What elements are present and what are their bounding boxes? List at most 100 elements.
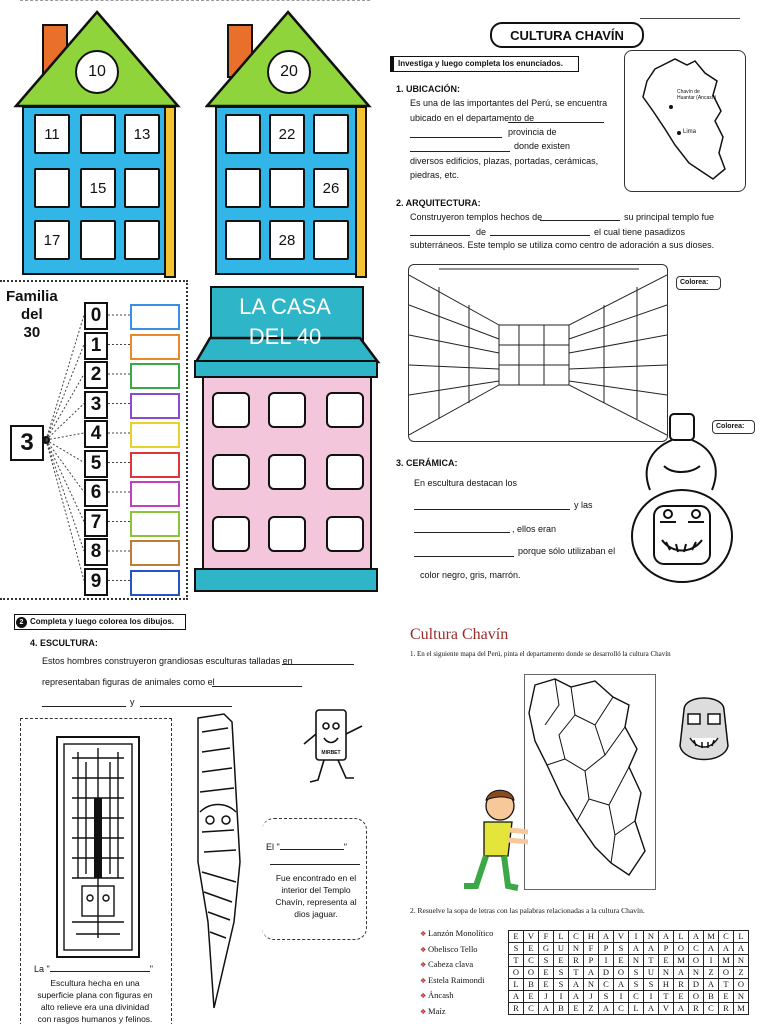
grid-cell[interactable]: N [733, 990, 749, 1003]
answer-box[interactable] [130, 510, 180, 537]
grid-cell[interactable]: N [658, 966, 674, 979]
grid-cell[interactable]: R [568, 954, 584, 967]
grid-cell[interactable]: A [643, 942, 659, 955]
grid-cell[interactable]: O [733, 978, 749, 991]
grid-cell[interactable]: I [703, 954, 719, 967]
grid-cell[interactable]: S [553, 978, 569, 991]
grid-cell[interactable]: L [628, 1002, 644, 1015]
grid-cell[interactable]: A [688, 930, 704, 943]
grid-cell[interactable]: T [568, 966, 584, 979]
grid-cell[interactable]: A [718, 942, 734, 955]
grid-cell[interactable]: A [733, 942, 749, 955]
grid-cell[interactable]: P [658, 942, 674, 955]
grid-cell[interactable]: M [733, 1002, 749, 1015]
grid-cell[interactable]: L [673, 930, 689, 943]
grid-cell[interactable]: R [718, 1002, 734, 1015]
grid-cell[interactable]: R [508, 1002, 524, 1015]
grid-cell[interactable]: A [673, 966, 689, 979]
answer-box[interactable] [130, 333, 180, 360]
grid-cell[interactable]: N [628, 954, 644, 967]
grid-cell[interactable]: P [583, 954, 599, 967]
grid-cell[interactable]: C [613, 1002, 629, 1015]
grid-cell[interactable]: N [733, 954, 749, 967]
grid-cell[interactable]: E [538, 978, 554, 991]
grid-cell[interactable]: A [628, 942, 644, 955]
grid-cell[interactable]: P [598, 942, 614, 955]
grid-cell[interactable]: C [568, 930, 584, 943]
grid-cell[interactable]: E [523, 990, 539, 1003]
grid-cell[interactable]: I [613, 990, 629, 1003]
grid-cell[interactable]: I [598, 954, 614, 967]
grid-cell[interactable]: M [703, 930, 719, 943]
grid-cell[interactable]: D [688, 978, 704, 991]
grid-cell[interactable]: U [553, 942, 569, 955]
grid-cell[interactable]: V [658, 1002, 674, 1015]
grid-cell[interactable]: A [673, 1002, 689, 1015]
grid-cell[interactable]: H [583, 930, 599, 943]
grid-cell[interactable]: N [643, 930, 659, 943]
grid-cell[interactable]: A [643, 1002, 659, 1015]
grid-cell[interactable]: A [583, 966, 599, 979]
answer-box[interactable] [130, 422, 180, 448]
grid-cell[interactable]: C [688, 942, 704, 955]
grid-cell[interactable]: E [538, 966, 554, 979]
grid-cell[interactable]: Z [703, 966, 719, 979]
answer-box[interactable] [130, 363, 180, 389]
grid-cell[interactable]: A [703, 978, 719, 991]
grid-cell[interactable]: G [538, 942, 554, 955]
grid-cell[interactable]: T [658, 990, 674, 1003]
grid-cell[interactable]: L [508, 978, 524, 991]
grid-cell[interactable]: S [628, 978, 644, 991]
grid-cell[interactable]: C [718, 930, 734, 943]
grid-cell[interactable]: I [628, 930, 644, 943]
grid-cell[interactable]: B [553, 1002, 569, 1015]
grid-cell[interactable]: R [688, 1002, 704, 1015]
grid-cell[interactable]: A [598, 1002, 614, 1015]
grid-cell[interactable]: O [613, 966, 629, 979]
grid-cell[interactable]: O [508, 966, 524, 979]
grid-cell[interactable]: M [718, 954, 734, 967]
grid-cell[interactable]: A [658, 930, 674, 943]
grid-cell[interactable]: N [583, 978, 599, 991]
grid-cell[interactable]: S [553, 966, 569, 979]
grid-cell[interactable]: E [523, 942, 539, 955]
grid-cell[interactable]: A [508, 990, 524, 1003]
grid-cell[interactable]: S [628, 966, 644, 979]
grid-cell[interactable]: O [718, 966, 734, 979]
answer-box[interactable] [130, 451, 180, 478]
grid-cell[interactable]: S [613, 942, 629, 955]
grid-cell[interactable]: O [523, 966, 539, 979]
grid-cell[interactable]: C [628, 990, 644, 1003]
grid-cell[interactable]: S [598, 990, 614, 1003]
grid-cell[interactable]: J [538, 990, 554, 1003]
grid-cell[interactable]: E [553, 954, 569, 967]
grid-cell[interactable]: F [538, 930, 554, 943]
grid-cell[interactable]: C [598, 978, 614, 991]
grid-cell[interactable]: J [583, 990, 599, 1003]
grid-cell[interactable]: A [568, 978, 584, 991]
grid-cell[interactable]: C [523, 954, 539, 967]
answer-box[interactable] [130, 304, 180, 330]
grid-cell[interactable]: D [598, 966, 614, 979]
grid-cell[interactable]: A [703, 942, 719, 955]
grid-cell[interactable]: A [598, 930, 614, 943]
grid-cell[interactable]: T [508, 954, 524, 967]
answer-box[interactable] [130, 392, 180, 419]
grid-cell[interactable]: B [523, 978, 539, 991]
grid-cell[interactable]: F [583, 942, 599, 955]
grid-cell[interactable]: N [568, 942, 584, 955]
grid-cell[interactable]: L [733, 930, 749, 943]
grid-cell[interactable]: E [673, 990, 689, 1003]
grid-cell[interactable]: V [613, 930, 629, 943]
grid-cell[interactable]: O [688, 990, 704, 1003]
grid-cell[interactable]: S [538, 954, 554, 967]
grid-cell[interactable]: E [508, 930, 524, 943]
grid-cell[interactable]: L [553, 930, 569, 943]
grid-cell[interactable]: M [673, 954, 689, 967]
grid-cell[interactable]: H [658, 978, 674, 991]
grid-cell[interactable]: A [613, 978, 629, 991]
answer-box[interactable] [130, 569, 180, 596]
grid-cell[interactable]: E [568, 1002, 584, 1015]
grid-cell[interactable]: C [523, 1002, 539, 1015]
grid-cell[interactable]: Z [583, 1002, 599, 1015]
